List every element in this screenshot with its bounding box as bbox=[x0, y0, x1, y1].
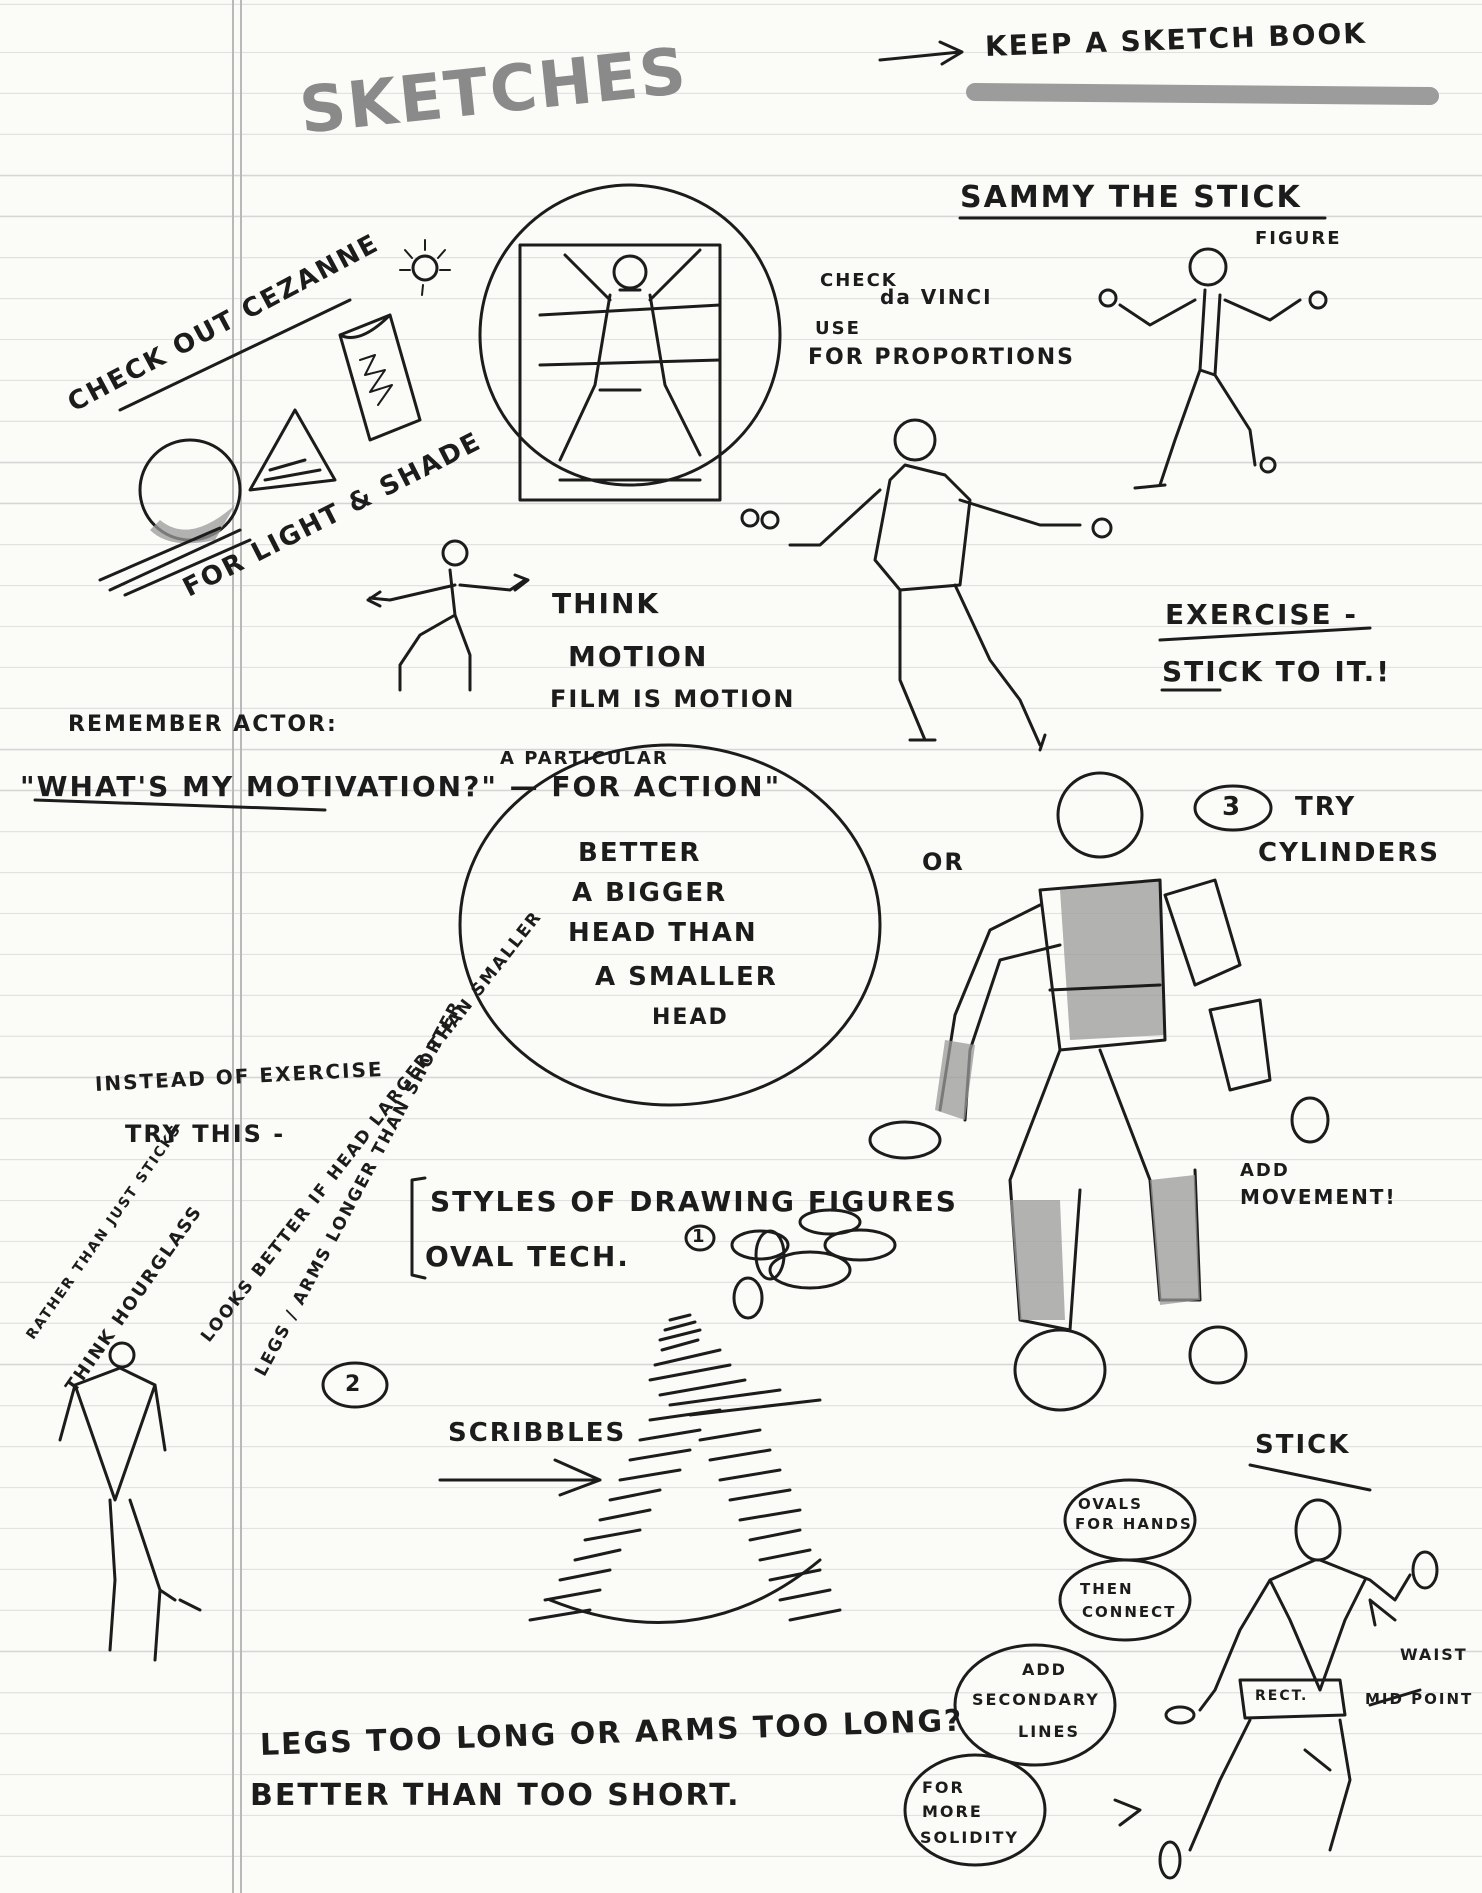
number-three: 3 bbox=[1222, 792, 1243, 822]
oval-tech-note: OVAL TECH. bbox=[425, 1240, 630, 1273]
better-note-4: A SMALLER bbox=[595, 962, 778, 992]
then-connect-2: CONNECT bbox=[1082, 1603, 1177, 1621]
rect-label: RECT. bbox=[1255, 1688, 1309, 1704]
exercise-underlines bbox=[1158, 626, 1372, 692]
cylinder-figure bbox=[868, 771, 1330, 1412]
davinci-note-2: da VINCI bbox=[880, 285, 993, 309]
connect-bubble bbox=[1058, 1558, 1192, 1642]
for-solidity-1: FOR bbox=[922, 1778, 965, 1797]
motivation-underline bbox=[33, 798, 327, 812]
add-secondary-1: ADD bbox=[1022, 1660, 1067, 1679]
better-note-1: BETTER bbox=[578, 838, 702, 868]
davinci-note-1: CHECK bbox=[820, 270, 898, 291]
waist-note-1: WAIST bbox=[1400, 1645, 1468, 1664]
for-solidity-3: SOLIDITY bbox=[920, 1828, 1020, 1847]
stick-underline bbox=[1248, 1463, 1372, 1492]
vitruvian-figure bbox=[478, 183, 782, 502]
add-movement-note-1: ADD bbox=[1240, 1160, 1290, 1181]
davinci-note-4: FOR PROPORTIONS bbox=[808, 345, 1076, 370]
cezanne-still-life bbox=[98, 239, 451, 597]
arrow-to-sketchbook bbox=[878, 40, 964, 66]
better-note-3: HEAD THAN bbox=[568, 918, 758, 948]
add-movement-note-2: MOVEMENT! bbox=[1240, 1185, 1397, 1209]
remember-actor-note: REMEMBER ACTOR: bbox=[68, 712, 338, 737]
ovals-hands-2: FOR HANDS bbox=[1075, 1515, 1193, 1533]
hourglass-figure bbox=[58, 1341, 202, 1662]
particular-note: A PARTICULAR bbox=[500, 748, 669, 769]
try-this-note: TRY THIS - bbox=[125, 1120, 286, 1148]
sammy-subtitle: FIGURE bbox=[1255, 228, 1342, 249]
stick-label: STICK bbox=[1255, 1430, 1351, 1460]
construction-stick-figure bbox=[1113, 1498, 1439, 1880]
styles-note: STYLES OF DRAWING FIGURES bbox=[430, 1185, 958, 1218]
margin-line-right bbox=[240, 0, 242, 1893]
scribble-figure bbox=[528, 1313, 842, 1624]
exercise-note: EXERCISE - bbox=[1165, 598, 1359, 631]
sketchbook-marker-underline bbox=[966, 83, 1439, 105]
ovals-hands-1: OVALS bbox=[1078, 1495, 1143, 1513]
number-one: 1 bbox=[692, 1226, 707, 1247]
motion-note: MOTION bbox=[568, 640, 709, 673]
circle-two bbox=[321, 1361, 389, 1409]
add-secondary-2: SECONDARY bbox=[972, 1690, 1100, 1709]
then-connect-1: THEN bbox=[1080, 1580, 1134, 1598]
think-note: THINK bbox=[552, 587, 661, 620]
scribbles-note: SCRIBBLES bbox=[448, 1418, 627, 1448]
secondary-bubble bbox=[953, 1643, 1117, 1767]
sammy-title: SAMMY THE STICK bbox=[960, 180, 1302, 215]
cylinders-note: CYLINDERS bbox=[1258, 838, 1440, 868]
walking-figure bbox=[740, 418, 1113, 752]
dancing-stick-figure bbox=[366, 539, 530, 692]
waist-note-2: MID POINT bbox=[1365, 1690, 1474, 1708]
better-note-2: A BIGGER bbox=[572, 878, 728, 908]
try-note: TRY bbox=[1295, 792, 1357, 822]
head-advice-circle bbox=[458, 743, 882, 1107]
motivation-note: "WHAT'S MY MOTIVATION?" — FOR ACTION" bbox=[20, 770, 782, 803]
or-note: OR bbox=[922, 848, 965, 876]
better-note-5: HEAD bbox=[652, 1005, 729, 1030]
for-solidity-2: MORE bbox=[922, 1802, 983, 1821]
better-short-note: BETTER THAN TOO SHORT. bbox=[250, 1778, 741, 1813]
margin-line-left bbox=[232, 0, 234, 1893]
davinci-note-3: USE bbox=[815, 318, 861, 339]
number-two: 2 bbox=[345, 1372, 363, 1397]
sammy-stick-figure bbox=[1098, 247, 1328, 490]
oval-technique bbox=[410, 1176, 897, 1320]
solidity-bubble bbox=[903, 1753, 1047, 1867]
add-secondary-3: LINES bbox=[1018, 1722, 1080, 1741]
film-motion-note: FILM IS MOTION bbox=[550, 685, 796, 713]
circle-three bbox=[1193, 784, 1273, 832]
stick-to-it-note: STICK TO IT.! bbox=[1162, 655, 1391, 688]
scribbles-arrow bbox=[438, 1458, 602, 1497]
